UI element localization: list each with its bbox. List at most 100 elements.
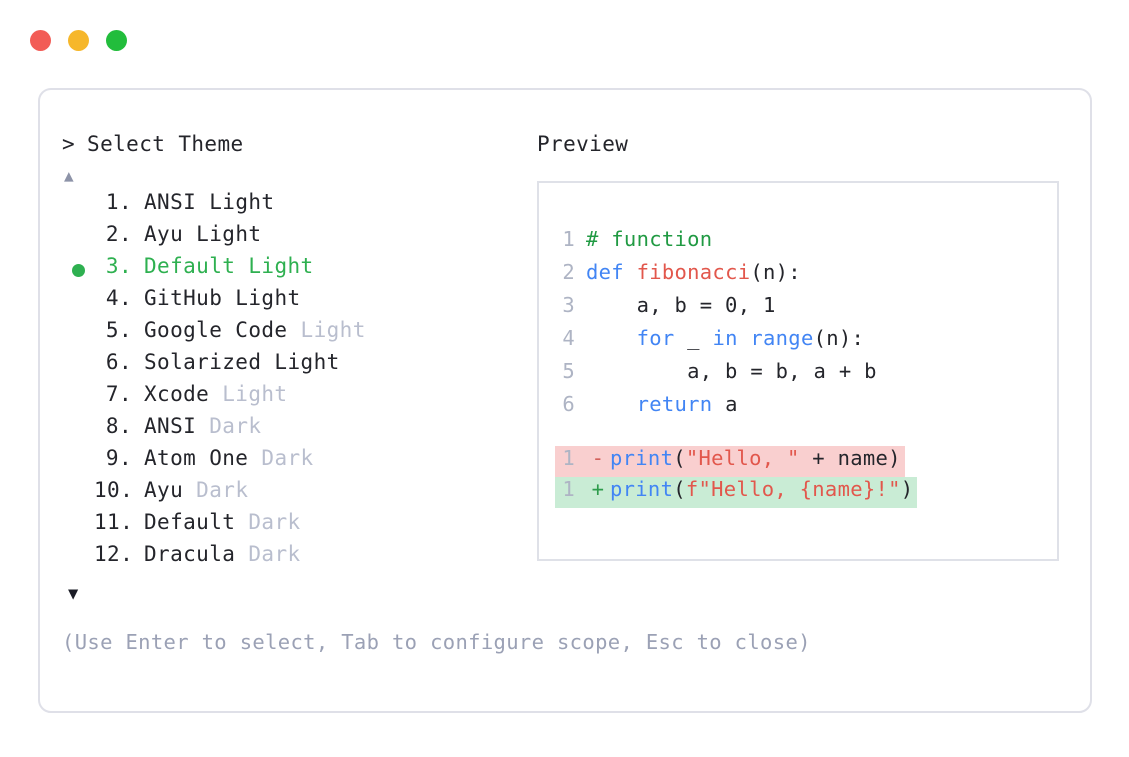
theme-list-item[interactable]: 10. Ayu Dark: [62, 478, 532, 510]
theme-item-name: ANSI: [144, 414, 197, 438]
scroll-up-icon[interactable]: ▲: [64, 166, 74, 185]
diff-line-number: 1: [562, 446, 575, 470]
theme-item-index: 1.: [105, 190, 132, 214]
theme-item-index: 9.: [105, 446, 132, 470]
code-line: 4 for _ in range(n):: [555, 326, 1051, 359]
preview-label: Preview: [537, 132, 629, 156]
theme-item-variant: Dark: [248, 446, 314, 470]
code-line-number: 1: [562, 227, 575, 251]
theme-item-name: Default: [144, 510, 236, 534]
scroll-down-icon[interactable]: ▼: [68, 584, 79, 604]
theme-item-variant: Light: [196, 190, 275, 214]
theme-item-name: Solarized: [144, 350, 262, 374]
theme-item-variant: Light: [287, 318, 366, 342]
window-traffic-lights: [30, 30, 127, 51]
code-token: [586, 326, 637, 350]
theme-item-name: ANSI: [144, 190, 197, 214]
close-window-button[interactable]: [30, 30, 51, 51]
theme-item-index: 5.: [105, 318, 132, 342]
code-token: _: [674, 326, 713, 350]
theme-item-name: Default: [144, 254, 236, 278]
diff-row: 1 +print(f"Hello, {name}!"): [555, 477, 1051, 508]
theme-item-name: Dracula: [144, 542, 236, 566]
theme-item-index: 2.: [105, 222, 132, 246]
theme-list-item[interactable]: 8.ANSI Dark: [62, 414, 532, 446]
code-spacer: [555, 425, 1051, 446]
theme-item-index: 7.: [105, 382, 132, 406]
code-token: def: [586, 260, 637, 284]
code-token: (n):: [750, 260, 801, 284]
theme-list-item[interactable]: 7. Xcode Light: [62, 382, 532, 414]
theme-list-item[interactable]: 1. ANSI Light: [62, 190, 532, 222]
page-title: Select Theme: [87, 132, 244, 156]
code-line: 6 return a: [555, 392, 1051, 425]
code-line-number: 4: [562, 326, 575, 350]
theme-item-variant: Light: [183, 222, 262, 246]
code-line-number: 3: [562, 293, 575, 317]
theme-selector-panel: > Select Theme ▲ 1. ANSI Light 2. Ayu Light…: [62, 132, 532, 604]
diff-token: print: [610, 446, 674, 470]
theme-item-index: 3.: [105, 254, 132, 278]
diff-token: (: [673, 477, 686, 501]
code-line-number: 5: [562, 359, 575, 383]
keyboard-hint: (Use Enter to select, Tab to configure s…: [62, 630, 811, 654]
diff-minus-icon: -: [591, 446, 605, 470]
theme-list-item[interactable]: 5. Google Code Light: [62, 318, 532, 350]
theme-list-item[interactable]: 2. Ayu Light: [62, 222, 532, 254]
diff-token: "Hello, ": [685, 446, 800, 470]
code-token: a, b = 0, 1: [586, 293, 776, 317]
prompt-caret-icon: >: [62, 132, 76, 156]
prompt-row: > Select Theme: [62, 132, 532, 156]
theme-item-variant: Light: [222, 286, 301, 310]
diff-token: ): [900, 477, 914, 501]
theme-item-name: Ayu: [144, 478, 184, 502]
theme-list-item[interactable]: 6. Solarized Light: [62, 350, 532, 382]
theme-list-item[interactable]: 4.GitHub Light: [62, 286, 532, 318]
diff-token: print: [610, 477, 674, 501]
theme-item-variant: Dark: [196, 414, 262, 438]
diff-token: f"Hello, {name}!": [685, 477, 901, 501]
theme-item-variant: Dark: [183, 478, 249, 502]
code-token: for: [636, 326, 675, 350]
code-token: a, b = b, a + b: [586, 359, 877, 383]
minimize-window-button[interactable]: [68, 30, 89, 51]
selected-bullet-icon: [71, 263, 85, 277]
theme-item-index: 6.: [105, 350, 132, 374]
theme-item-variant: Dark: [235, 542, 301, 566]
theme-list-item[interactable]: 12. Dracula Dark: [62, 542, 532, 574]
diff-removed-line: 1-print("Hello, " + name): [555, 446, 905, 477]
diff-plus-icon: +: [591, 477, 605, 501]
theme-item-index: 12.: [94, 542, 134, 566]
code-token: # function: [586, 227, 713, 251]
code-token: a: [712, 392, 738, 416]
code-line: 3 a, b = 0, 1: [555, 293, 1051, 326]
theme-item-index: 10.: [94, 478, 134, 502]
theme-item-index: 11.: [94, 510, 134, 534]
theme-item-name: Atom One: [144, 446, 249, 470]
code-token: in range: [712, 326, 814, 350]
theme-item-variant: Light: [235, 254, 314, 278]
diff-added-line: 1 +print(f"Hello, {name}!"): [555, 477, 918, 508]
theme-item-name: Xcode: [144, 382, 210, 406]
diff-line-number: 1: [562, 477, 575, 501]
maximize-window-button[interactable]: [106, 30, 127, 51]
code-line-number: 2: [562, 260, 575, 284]
theme-item-variant: Light: [209, 382, 288, 406]
theme-item-name: GitHub: [144, 286, 223, 310]
diff-row: 1-print("Hello, " + name): [555, 446, 1051, 477]
theme-list-item[interactable]: 11. Default Dark: [62, 510, 532, 542]
theme-item-name: Ayu: [144, 222, 184, 246]
theme-item-variant: Light: [261, 350, 340, 374]
code-line: 1 # function: [555, 227, 1051, 260]
theme-list-item[interactable]: 9. Atom One Dark: [62, 446, 532, 478]
diff-token: (: [673, 446, 686, 470]
theme-list-item[interactable]: 3. Default Light: [62, 254, 532, 286]
theme-picker-card: > Select Theme ▲ 1. ANSI Light 2. Ayu Light…: [38, 88, 1092, 713]
theme-item-name: Google Code: [144, 318, 288, 342]
theme-item-variant: Dark: [235, 510, 301, 534]
